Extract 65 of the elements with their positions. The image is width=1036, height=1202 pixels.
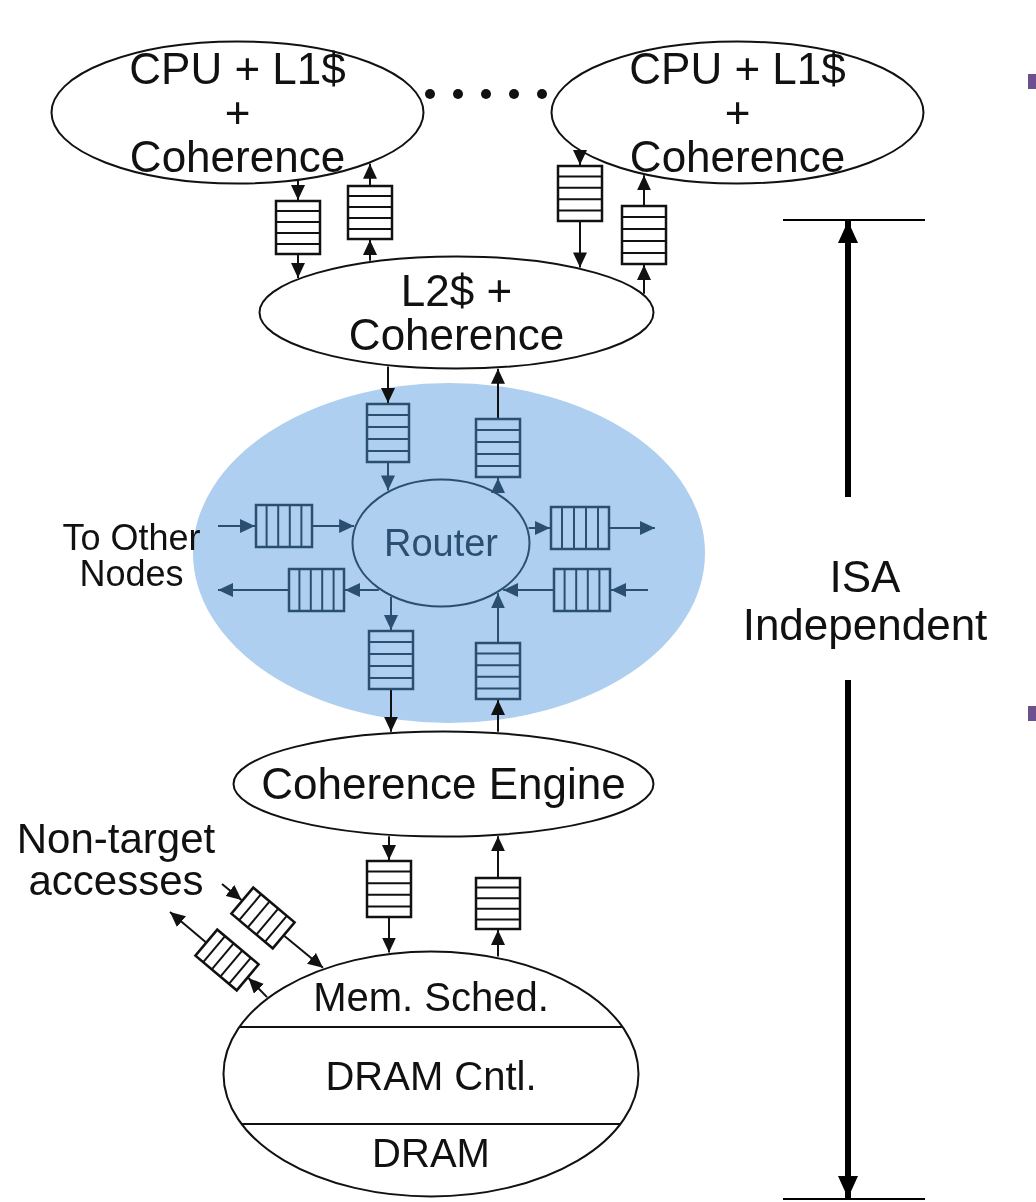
arrow bbox=[610, 583, 649, 597]
ellipse-node bbox=[232, 730, 655, 838]
queue-buffer bbox=[550, 506, 610, 550]
arrow bbox=[502, 583, 554, 597]
arrow bbox=[381, 462, 395, 492]
ellipse-node bbox=[258, 255, 655, 370]
node-text: Coherence Engine bbox=[260, 762, 627, 806]
ellipse-node bbox=[550, 40, 925, 185]
arrow bbox=[637, 264, 651, 295]
arrow bbox=[247, 977, 268, 999]
arrow bbox=[491, 592, 505, 643]
arrow bbox=[363, 239, 377, 262]
queue-buffer bbox=[368, 630, 414, 690]
node-text: Router bbox=[382, 524, 500, 562]
arrow bbox=[609, 521, 656, 535]
ellipse-node bbox=[50, 40, 425, 185]
arrow bbox=[384, 596, 398, 631]
queue-buffer bbox=[255, 504, 313, 548]
node-text: CPU + L1$ + Coherence bbox=[628, 46, 847, 179]
arrow bbox=[491, 477, 505, 494]
queue-buffer bbox=[553, 568, 611, 612]
arrow bbox=[491, 929, 505, 958]
queue-buffer bbox=[366, 860, 412, 918]
queue-buffer bbox=[475, 877, 521, 930]
queue-buffer bbox=[230, 886, 296, 950]
arrow bbox=[573, 150, 587, 166]
arrow bbox=[217, 519, 256, 533]
ellipse-node bbox=[222, 950, 640, 1198]
arrow bbox=[169, 911, 207, 943]
ellipse-node bbox=[351, 478, 531, 608]
queue-buffer bbox=[288, 568, 345, 612]
arrow bbox=[221, 883, 243, 901]
node-text: Mem. Sched. bbox=[312, 977, 550, 1017]
arrow bbox=[363, 162, 377, 186]
arrow bbox=[344, 583, 380, 597]
arrow bbox=[637, 174, 651, 206]
arrow bbox=[312, 519, 356, 533]
queue-buffer bbox=[475, 418, 521, 478]
arrow bbox=[491, 699, 505, 733]
node-text: DRAM bbox=[371, 1133, 491, 1173]
queue-buffer bbox=[347, 185, 393, 240]
arrow bbox=[573, 221, 587, 269]
queue-buffer bbox=[621, 205, 667, 265]
arrow bbox=[527, 521, 551, 535]
side-label: ISA Independent bbox=[741, 553, 989, 650]
arrow bbox=[491, 835, 505, 878]
arrow bbox=[491, 367, 505, 419]
queue-buffer bbox=[275, 200, 321, 255]
node-label: Non-target accesses bbox=[15, 818, 217, 902]
arrow bbox=[291, 254, 305, 279]
arrow bbox=[382, 835, 396, 861]
arrow bbox=[381, 365, 395, 404]
node-text: CPU + L1$ + Coherence bbox=[128, 46, 347, 179]
node-text: DRAM Cntl. bbox=[324, 1056, 538, 1096]
node-text: L2$ + Coherence bbox=[347, 268, 566, 357]
queue-buffer bbox=[194, 928, 260, 992]
node-label: To Other Nodes bbox=[61, 520, 202, 592]
arrow bbox=[384, 689, 398, 733]
arrow bbox=[283, 935, 324, 969]
arrow bbox=[382, 917, 396, 954]
arrow bbox=[217, 583, 289, 597]
queue-buffer bbox=[475, 642, 521, 700]
queue-buffer bbox=[366, 403, 410, 463]
arrow bbox=[291, 180, 305, 201]
queue-buffer bbox=[557, 165, 603, 222]
